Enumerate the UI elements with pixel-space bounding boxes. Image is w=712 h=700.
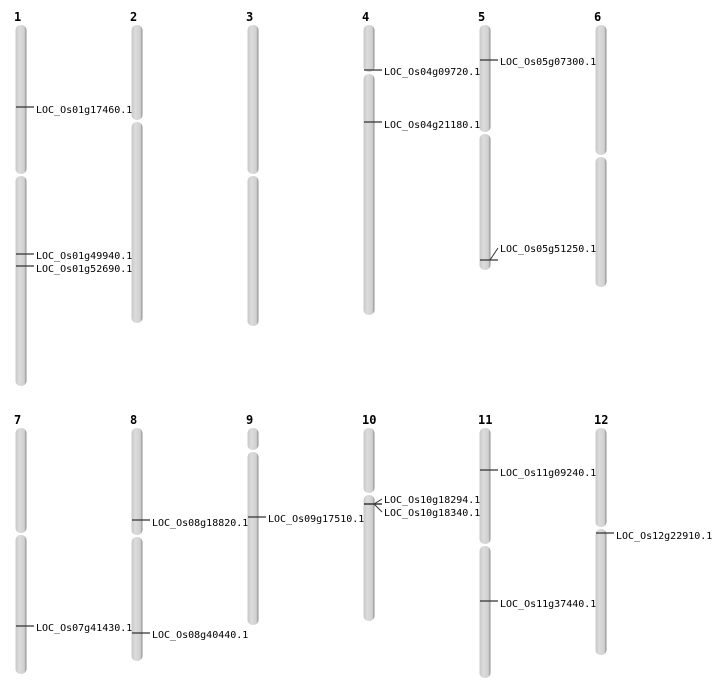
chromosome-arm-p (15, 428, 27, 533)
chromosome-arm-q (247, 176, 259, 326)
chromosome-arm-p (595, 25, 607, 155)
chromosome-number: 4 (362, 10, 369, 24)
chromosome-arm-q (363, 74, 375, 315)
chromosome-arm-p (131, 25, 143, 120)
gene-label: LOC_Os12g22910.1 (616, 531, 712, 542)
gene-label: LOC_Os10g18340.1 (384, 508, 480, 519)
chromosome-number: 2 (130, 10, 137, 24)
chromosome-arm-p (247, 25, 259, 174)
chromosome-number: 7 (14, 413, 21, 427)
chromosome-arm-q (479, 546, 491, 678)
chromosome-arm-p (363, 428, 375, 493)
chromosome-arm-q (15, 535, 27, 674)
gene-label: LOC_Os10g18294.1 (384, 495, 480, 506)
gene-connector (373, 503, 383, 513)
gene-label: LOC_Os01g49940.1 (36, 251, 132, 262)
chromosome-arm-q (247, 452, 259, 625)
gene-label: LOC_Os08g18820.1 (152, 518, 248, 529)
chromosome-arm-q (595, 157, 607, 287)
chromosome-arm-p (15, 25, 27, 174)
gene-label: LOC_Os07g41430.1 (36, 623, 132, 634)
chromosome-number: 1 (14, 10, 21, 24)
chromosome-number: 5 (478, 10, 485, 24)
chromosome-arm-q (131, 537, 143, 661)
gene-label: LOC_Os09g17510.1 (268, 514, 364, 525)
chromosome-arm-q (131, 122, 143, 323)
gene-label: LOC_Os11g37440.1 (500, 599, 596, 610)
gene-label: LOC_Os04g21180.1 (384, 120, 480, 131)
gene-label: LOC_Os08g40440.1 (152, 630, 248, 641)
chromosome-number: 6 (594, 10, 601, 24)
gene-label: LOC_Os04g09720.1 (384, 67, 480, 78)
chromosome-arm-p (131, 428, 143, 535)
gene-label: LOC_Os01g52690.1 (36, 264, 132, 275)
chromosome-arm-q (363, 495, 375, 621)
chromosome-arm-p (479, 428, 491, 544)
gene-label: LOC_Os05g07300.1 (500, 57, 596, 68)
chromosome-arm-q (595, 529, 607, 655)
chromosome-number: 10 (362, 413, 376, 427)
chromosome-arm-p (247, 428, 259, 450)
gene-connector (373, 498, 383, 505)
chromosome-number: 8 (130, 413, 137, 427)
chromosome-arm-p (595, 428, 607, 527)
chromosome-number: 3 (246, 10, 253, 24)
chromosome-arm-q (479, 134, 491, 270)
gene-connector (489, 247, 499, 261)
chromosome-arm-p (479, 25, 491, 132)
chromosome-arm-q (15, 176, 27, 386)
chromosome-number: 11 (478, 413, 492, 427)
chromosome-number: 12 (594, 413, 608, 427)
gene-label: LOC_Os01g17460.1 (36, 105, 132, 116)
gene-label: LOC_Os05g51250.1 (500, 244, 596, 255)
chromosome-arm-p (363, 25, 375, 72)
chromosome-number: 9 (246, 413, 253, 427)
gene-label: LOC_Os11g09240.1 (500, 468, 596, 479)
